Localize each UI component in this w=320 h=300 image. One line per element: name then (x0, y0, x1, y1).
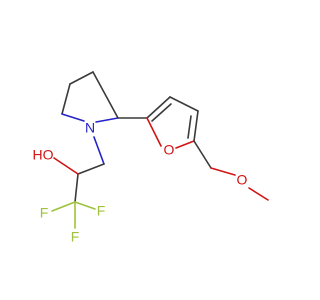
bond-cf3-f2 (74, 201, 96, 210)
bond-o-methyl (248, 187, 269, 201)
bond-n-ch2 (93, 136, 105, 165)
bond-ch2-o-methoxy (210, 167, 236, 176)
bond-furan-c3-c4 (169, 96, 199, 112)
bond-furan-c4-c5 (193, 110, 199, 142)
bond-choh-cf3 (74, 173, 79, 203)
hydroxyl-atom-label: HO (33, 147, 54, 163)
bond-furan-o-c2 (146, 117, 162, 147)
nitrogen-atom-label: N (85, 120, 95, 136)
bond-n-c2 (95, 117, 119, 123)
methoxy-oxygen-atom-label: O (237, 172, 248, 188)
bond-c4-c5 (61, 83, 71, 115)
fluorine-atom-label-left: F (40, 205, 49, 221)
bond-layer (51, 71, 269, 229)
bond-furan-c5-o (175, 140, 195, 149)
bond-furan-c2-c3 (146, 96, 171, 119)
bond-c5-n (61, 113, 85, 122)
bond-c3-c4 (69, 71, 94, 85)
bond-furan-c2-c3-double (151, 103, 172, 122)
atom-label-layer: N O HO O F F F (33, 120, 248, 245)
ring-oxygen-atom-label: O (164, 142, 175, 158)
bond-ch2-choh (77, 163, 105, 175)
fluorine-atom-label-bottom: F (71, 229, 80, 245)
bond-c2-c3 (92, 71, 119, 119)
molecule-structure-diagram: N O HO O F F F (33, 71, 269, 245)
bond-furan-ch2 (193, 140, 212, 169)
bond-cf3-f1 (51, 201, 76, 212)
bond-furan-c4-c5-double (187, 115, 192, 139)
bond-choh-oh (53, 157, 79, 175)
fluorine-atom-label-right: F (97, 203, 106, 219)
